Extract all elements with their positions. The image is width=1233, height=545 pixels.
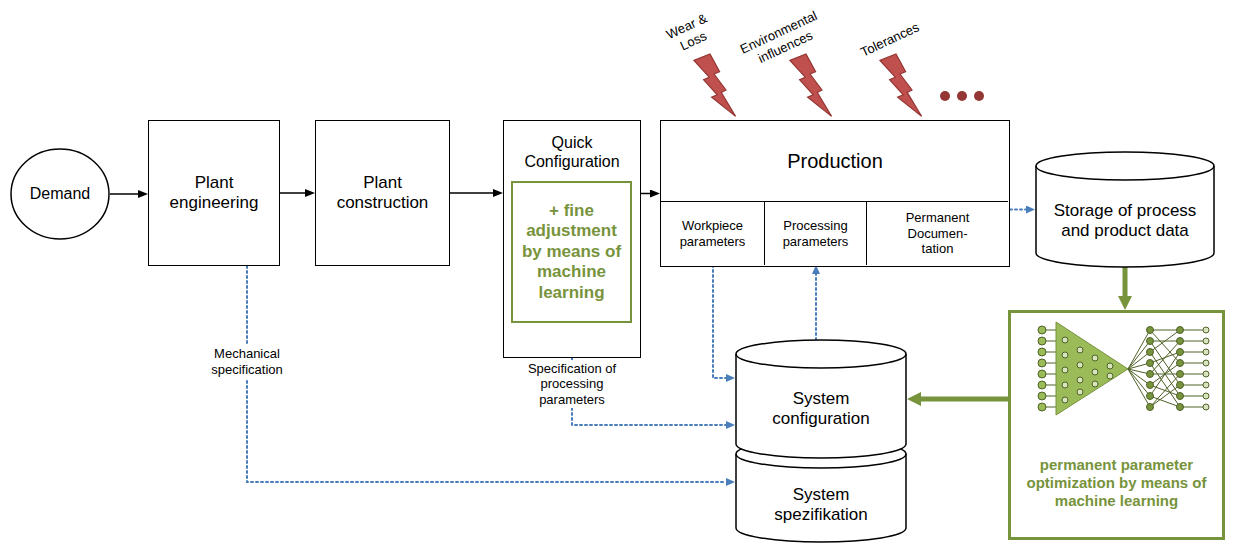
cylinder-rim [1036,166,1214,180]
node-text: Plant engineering [156,173,272,214]
edge-label: Mechanical specification [201,345,293,378]
node-text: + fine adjustment by means of machine le… [519,201,624,303]
ellipse-shape [11,149,109,239]
parameter-cell: Processing parameters [765,201,867,265]
edge-label: Specification of processing parameters [520,360,624,409]
node-text: Demand [18,184,102,203]
network-input-nodes [1038,326,1046,411]
lightning-bolt-shape [880,54,922,116]
dotted-connector [1010,209,1026,211]
cylinder-body [1036,152,1214,267]
node-text: Workpiece parameters [669,218,757,249]
ellipsis-dot [957,91,967,101]
parameter-cell: Workpiece parameters [661,201,765,265]
node-text: System spezifikation [756,485,886,526]
network-hidden-nodes [1062,337,1113,403]
flow-arrow [110,193,138,195]
optimization-arrow [1123,267,1128,296]
optimization-arrow [921,397,1008,402]
storage-cylinder: Storage of process and product data [1035,152,1215,267]
start-ellipse: Demand [10,148,110,240]
process-box: Plant construction [315,120,450,266]
cylinder-rim [736,354,906,368]
flow-arrow [280,192,305,194]
network-layer-nodes [1147,327,1184,411]
process-box: Quick Configuration + fine adjustment by … [503,120,641,358]
ellipsis-dot [974,91,984,101]
dotted-connector [247,266,726,482]
lightning-bolt-shape [694,54,736,116]
dotted-connector [815,274,817,340]
network-output-nodes [1203,327,1209,410]
flow-arrow [450,192,493,194]
ml-step-box: + fine adjustment by means of machine le… [511,181,632,323]
node-text: Quick Configuration [511,133,633,171]
lightning-bolt [694,54,736,116]
storage-cylinder: System configuration [735,340,907,458]
node-text: System configuration [756,389,886,430]
lightning-bolt [790,54,832,116]
node-text: Processing parameters [773,218,859,249]
cylinder-body [736,340,906,458]
network-weights [1128,330,1203,407]
process-box: Plant engineering [148,120,280,266]
cylinder-rim [736,454,906,468]
disturbance-label: Tolerances [853,17,927,62]
ml-box: permanent parameter optimization by mean… [1008,310,1225,540]
neural-network-icon [1038,322,1209,415]
lightning-bolt [880,54,922,116]
dotted-connector [713,265,726,378]
network-input-lines [1046,330,1056,407]
node-text: Plant construction [323,173,442,214]
cylinder-body [736,440,906,542]
documentation-cell: Permanent Documen- tation [867,201,1008,265]
node-text: Production [668,149,1002,173]
node-text: Storage of process and product data [1045,201,1205,242]
ellipsis-dot [940,91,950,101]
node-text: permanent parameter optimization by mean… [1019,456,1214,510]
network-funnel [1056,322,1128,415]
flow-arrow [641,193,650,195]
node-text: Permanent Documen- tation [897,210,979,257]
lightning-bolt-shape [790,54,832,116]
disturbance-label: Wear & Loss [659,8,721,59]
disturbance-label: Environmental influences [734,6,831,73]
production-box: ProductionWorkpiece parameters Processing… [660,120,1010,267]
